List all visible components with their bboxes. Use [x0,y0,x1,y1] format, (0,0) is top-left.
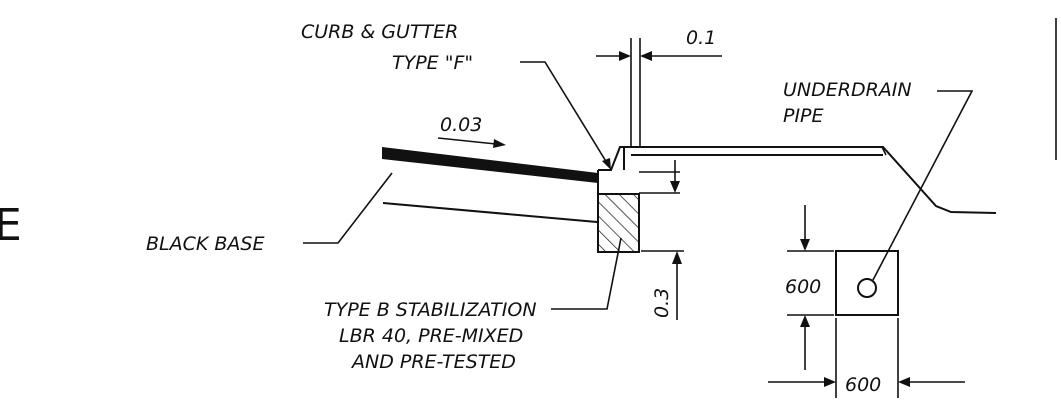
black-base-leader [303,172,393,244]
stabilization-label-line2: LBR 40, PRE-MIXED [339,325,523,347]
gap-arrow-right [640,51,652,61]
slope-arrow-line [437,137,497,145]
pipe-height-arrow-bottom [800,315,810,327]
curb-leader [520,61,608,164]
underdrain-label: UNDERDRAIN [783,79,912,101]
black-base-label: BLACK BASE [146,233,264,255]
edge-letter-fragment: E [0,200,22,251]
pipe-width-arrow-left [824,377,836,387]
curb-thick-arrow [670,181,680,193]
slope-arrow-head [493,139,506,148]
stabilization-label-line1: TYPE B STABILIZATION [324,299,537,321]
gap-dimension-label: 0.1 [686,27,716,49]
depth-arrow [672,251,682,264]
stabilization-label-line3: AND PRE-TESTED [350,351,516,373]
depth-dimension-label: 0.3 [651,288,673,318]
pipe-width-label: 600 [845,374,881,396]
underdrain-pipe-icon [857,278,877,298]
curb-type-label: TYPE "F" [392,52,473,74]
stabilization-leader [551,237,622,310]
curb-gutter-label: CURB & GUTTER [301,21,458,43]
subgrade-line [382,202,598,223]
pipe-height-label: 600 [785,276,821,298]
pipe-width-arrow-right [898,377,910,387]
underdrain-pipe-label: PIPE [783,105,824,127]
stabilization-block [597,193,640,253]
underdrain-pipe-box [835,250,899,316]
curb-gutter-outline [598,146,997,214]
curb-leader-arrow [602,158,611,170]
underdrain-leader [872,90,974,281]
slope-end-line [881,146,887,156]
slope-label: 0.03 [440,114,482,136]
curb-base-outline [597,170,639,195]
black-base-layer [382,147,598,183]
gap-arrow-left [619,51,631,61]
pipe-height-arrow-top [800,239,810,251]
